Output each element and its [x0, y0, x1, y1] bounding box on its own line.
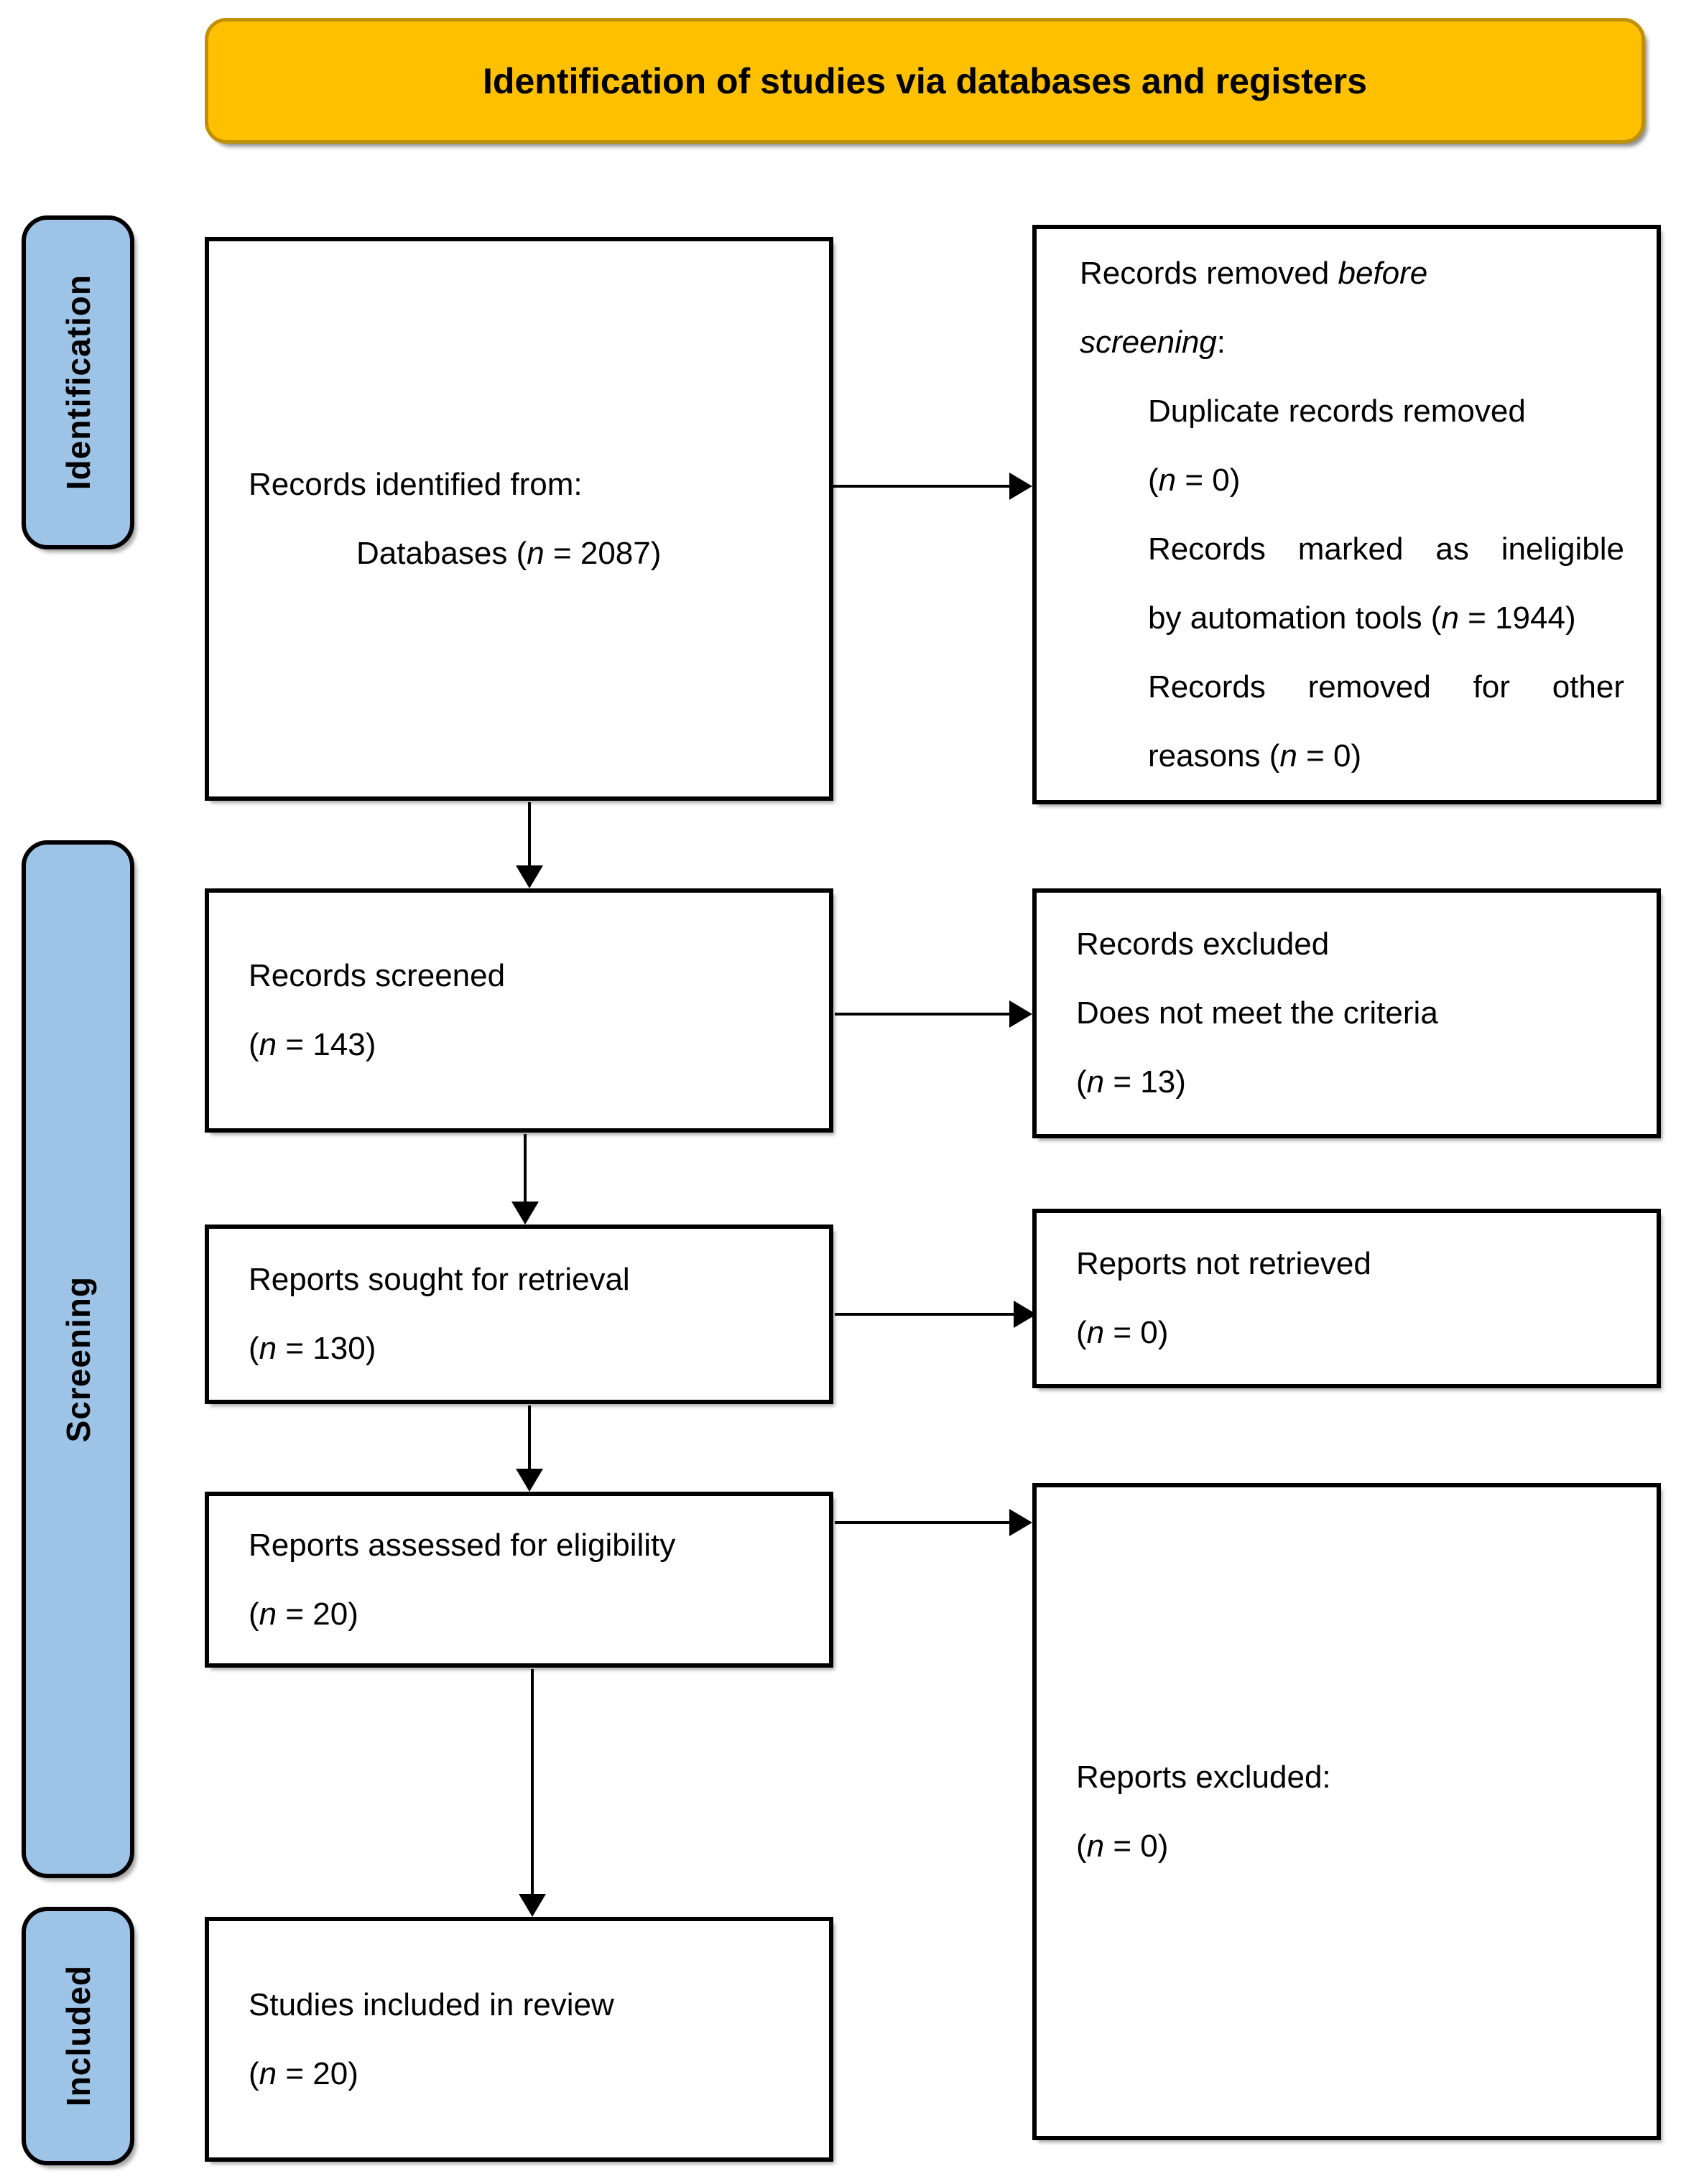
arrow-screened-to-sought — [524, 1134, 527, 1202]
arrow-screened-to-excluded — [835, 1013, 1009, 1016]
box-studies-included: Studies included in review (n = 20) — [205, 1917, 833, 2162]
stage-label-included-text: Included — [59, 1965, 97, 2107]
box-line: (n = 130) — [249, 1331, 376, 1366]
stage-label-screening: Screening — [22, 840, 134, 1878]
arrow-identified-to-removed — [833, 485, 1009, 488]
arrow-sought-to-assessed — [528, 1405, 531, 1469]
box-line: screening: — [1080, 324, 1226, 360]
box-line: Studies included in review — [249, 1986, 614, 2022]
box-line: (n = 20) — [249, 1596, 358, 1632]
box-reports-not-retrieved: Reports not retrieved (n = 0) — [1032, 1209, 1661, 1388]
box-line: Records marked as ineligible — [1148, 531, 1624, 567]
box-line: Reports excluded: — [1076, 1759, 1331, 1795]
box-line: Records removed for other — [1148, 669, 1624, 705]
box-reports-excluded: Reports excluded: (n = 0) — [1032, 1483, 1661, 2140]
box-line: Reports not retrieved — [1076, 1246, 1371, 1281]
stage-label-identification-text: Identification — [59, 274, 97, 491]
box-line: (n = 20) — [249, 2055, 358, 2091]
title-banner-label: Identification of studies via databases … — [483, 60, 1367, 101]
box-line: (n = 143) — [249, 1027, 376, 1062]
box-line: Reports assessed for eligibility — [249, 1527, 676, 1563]
box-line: (n = 0) — [1076, 1828, 1169, 1864]
arrow-assessed-to-included — [531, 1669, 534, 1894]
box-line: (n = 0) — [1076, 1315, 1169, 1350]
box-line: (n = 0) — [1148, 462, 1241, 498]
box-records-removed-before-screening: Records removed before screening: Duplicat… — [1032, 225, 1661, 804]
box-line: Databases (n = 2087) — [356, 535, 662, 571]
arrow-sought-to-not-retrieved — [835, 1313, 1014, 1316]
stage-label-included: Included — [22, 1907, 134, 2165]
box-line: Does not meet the criteria — [1076, 995, 1438, 1031]
arrow-assessed-to-reports-excluded — [835, 1521, 1009, 1524]
box-records-identified: Records identified from: Databases (n = 2… — [205, 237, 833, 801]
box-line: (n = 13) — [1076, 1064, 1186, 1100]
stage-label-screening-text: Screening — [59, 1275, 97, 1443]
stage-label-identification: Identification — [22, 215, 134, 549]
arrow-identified-to-screened — [528, 802, 531, 865]
title-banner: Identification of studies via databases … — [205, 18, 1645, 144]
box-reports-sought: Reports sought for retrieval (n = 130) — [205, 1225, 833, 1404]
box-reports-assessed: Reports assessed for eligibility (n = 20) — [205, 1492, 833, 1668]
box-line: Duplicate records removed — [1148, 393, 1526, 429]
box-line: reasons (n = 0) — [1148, 738, 1362, 773]
box-line: Records excluded — [1076, 926, 1330, 962]
box-line: by automation tools (n = 1944) — [1148, 600, 1576, 636]
box-line: Records removed before — [1080, 255, 1428, 291]
box-line: Records identified from: — [249, 466, 583, 502]
box-line: Records screened — [249, 958, 506, 993]
box-records-screened: Records screened (n = 143) — [205, 888, 833, 1133]
box-line: Reports sought for retrieval — [249, 1262, 630, 1297]
